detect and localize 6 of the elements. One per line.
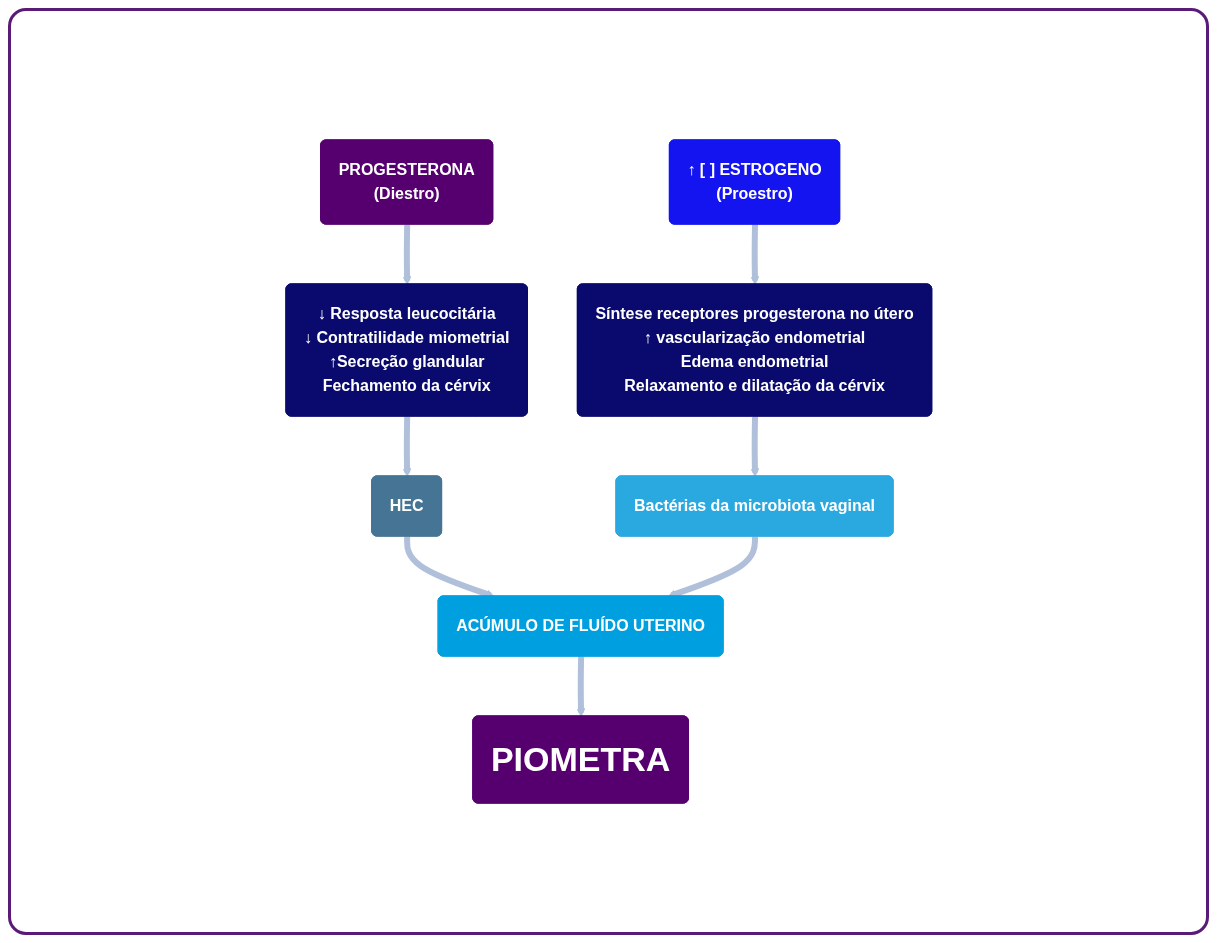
arrow <box>667 536 758 598</box>
arrow <box>402 416 412 477</box>
arrow <box>402 224 412 285</box>
arrow <box>576 656 586 717</box>
arrow <box>750 416 759 477</box>
arrow <box>750 224 759 285</box>
